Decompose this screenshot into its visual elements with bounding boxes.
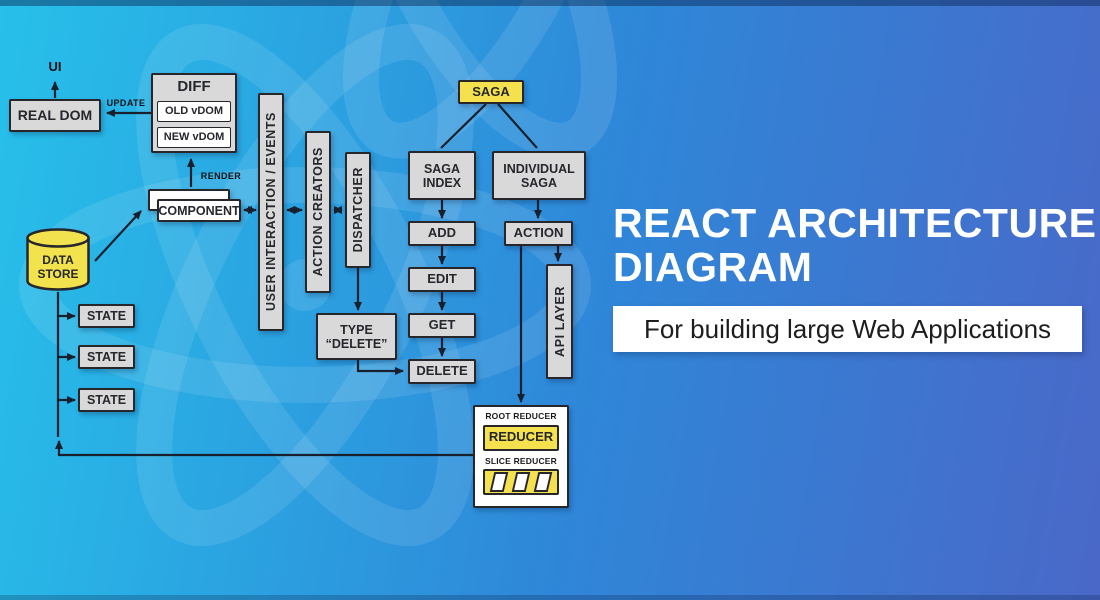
title-line1: REACT ARCHITECTURE xyxy=(613,200,1097,246)
action-box: ACTION xyxy=(504,221,573,246)
reducer-group-box: ROOT REDUCER REDUCER SLICE REDUCER xyxy=(473,405,569,508)
slice-sheet-icon xyxy=(533,472,553,493)
top-edge-strip xyxy=(0,0,1100,6)
dispatcher-bar: DISPATCHER xyxy=(345,152,371,268)
data-store-line1: DATA xyxy=(42,253,74,268)
individual-saga-line2: SAGA xyxy=(520,175,558,190)
api-layer-bar: API LAYER xyxy=(546,264,573,379)
user-interaction-events-label: USER INTERACTION / EVENTS xyxy=(264,112,278,312)
data-store-cylinder: DATA STORE xyxy=(25,228,91,292)
add-box: ADD xyxy=(408,221,476,246)
type-delete-line1: TYPE xyxy=(340,322,373,337)
saga-index-box: SAGA INDEX xyxy=(408,151,476,200)
slice-sheet-icon xyxy=(489,472,509,493)
ui-label: UI xyxy=(48,59,62,75)
edit-box: EDIT xyxy=(408,267,476,292)
saga-index-line1: SAGA xyxy=(423,161,461,176)
reducer-box: REDUCER xyxy=(483,424,559,451)
dispatcher-label: DISPATCHER xyxy=(351,167,365,253)
saga-index-line2: INDEX xyxy=(422,175,462,190)
action-creators-label: ACTION CREATORS xyxy=(311,147,325,277)
page-title: REACT ARCHITECTURE DIAGRAM xyxy=(613,201,1098,290)
type-delete-line2: “DELETE” xyxy=(325,336,388,351)
state-box-2: STATE xyxy=(78,345,135,369)
slice-sheet-icon xyxy=(511,472,531,493)
delete-box: DELETE xyxy=(408,359,476,384)
new-vdom-box: NEW vDOM xyxy=(157,127,231,148)
api-layer-label: API LAYER xyxy=(552,286,567,357)
data-store-line2: STORE xyxy=(37,267,79,281)
subtitle-banner: For building large Web Applications xyxy=(613,306,1082,352)
bottom-edge-strip xyxy=(0,595,1100,600)
slice-icons-row xyxy=(485,471,557,493)
get-box: GET xyxy=(408,313,476,338)
type-delete-box: TYPE “DELETE” xyxy=(316,313,397,360)
render-arrow-label: RENDER xyxy=(200,171,242,181)
individual-saga-box: INDIVIDUAL SAGA xyxy=(492,151,586,200)
title-line2: DIAGRAM xyxy=(613,244,813,291)
state-box-1: STATE xyxy=(78,304,135,328)
slice-reducer-label: SLICE REDUCER xyxy=(484,455,558,466)
user-interaction-events-bar: USER INTERACTION / EVENTS xyxy=(258,93,284,331)
component-box: COMPONENT xyxy=(157,199,241,222)
saga-box: SAGA xyxy=(458,80,524,104)
cylinder-shape xyxy=(26,228,90,291)
real-dom-box: REAL DOM xyxy=(9,99,101,132)
data-store-label: DATA STORE xyxy=(25,236,91,300)
action-creators-bar: ACTION CREATORS xyxy=(305,131,331,293)
diff-label: DIFF xyxy=(177,78,211,95)
old-vdom-box: OLD vDOM xyxy=(157,101,231,122)
state-box-3: STATE xyxy=(78,388,135,412)
slice-reducer-icons-box xyxy=(483,469,559,496)
individual-saga-line1: INDIVIDUAL xyxy=(503,161,575,176)
update-arrow-label: UPDATE xyxy=(106,98,146,108)
root-reducer-label: ROOT REDUCER xyxy=(485,411,557,421)
